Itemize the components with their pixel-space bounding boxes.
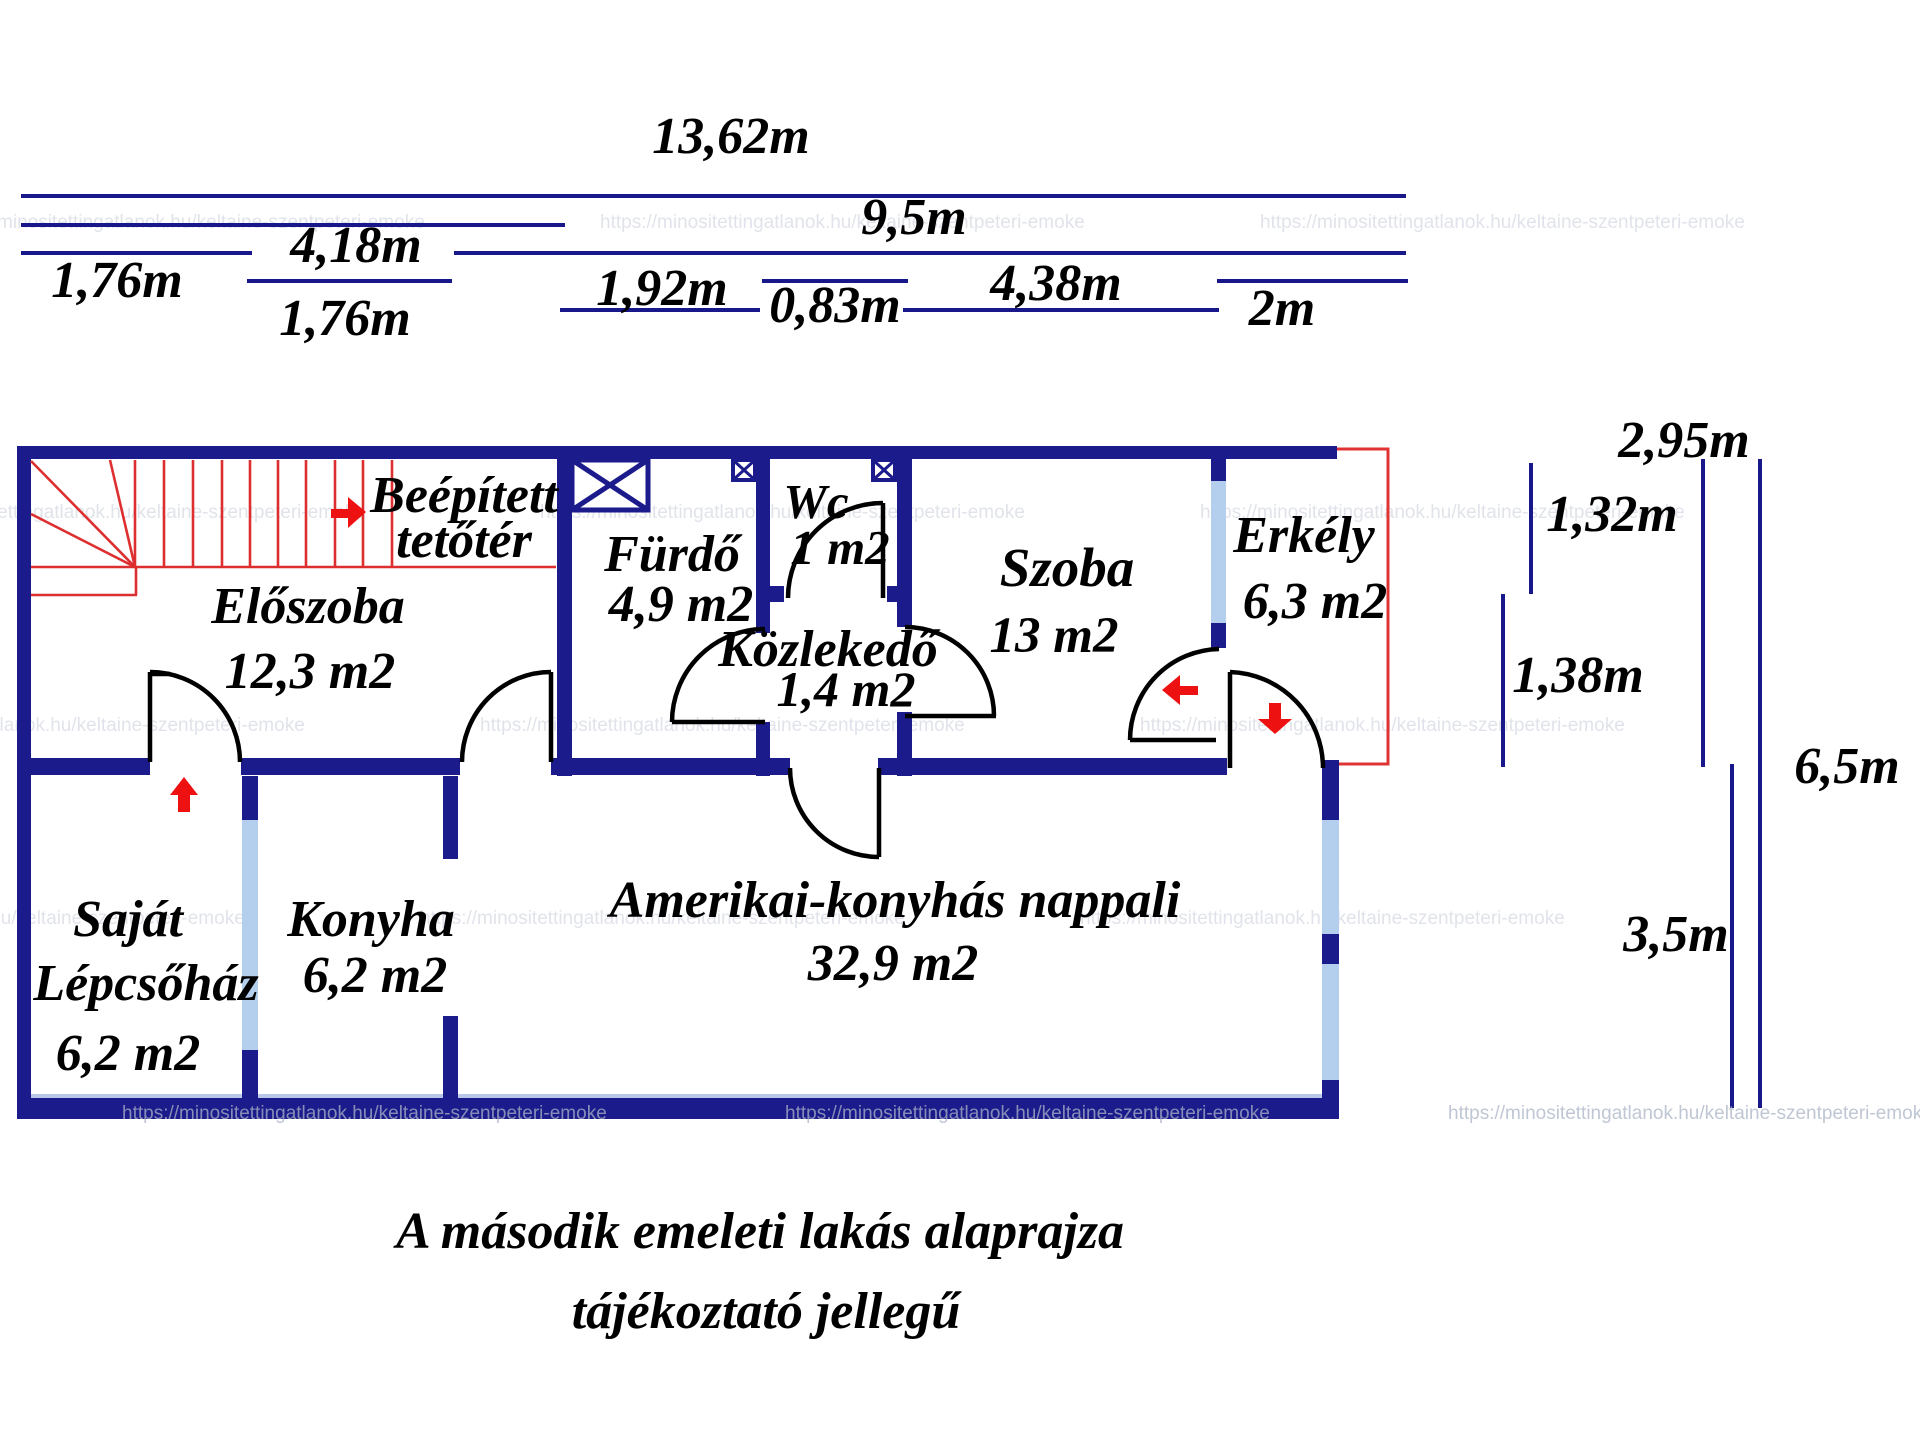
svg-text:6,2 m2: 6,2 m2 xyxy=(303,947,447,1004)
svg-text:3,5m: 3,5m xyxy=(1622,906,1728,963)
svg-text:13 m2: 13 m2 xyxy=(990,608,1119,664)
svg-text:https://minositettingatlanok.h: https://minositettingatlanok.hu/keltaine… xyxy=(1260,212,1745,233)
svg-text:Előszoba: Előszoba xyxy=(210,578,405,635)
svg-text:9,5m: 9,5m xyxy=(861,189,966,246)
svg-text:https://minositettingatlanok.h: https://minositettingatlanok.hu/keltaine… xyxy=(122,1103,607,1124)
svg-text:https://minositettingatlanok.h: https://minositettingatlanok.hu/keltaine… xyxy=(0,715,305,736)
svg-text:https://minositettingatlanok.h: https://minositettingatlanok.hu/keltaine… xyxy=(0,908,245,929)
svg-text:4,38m: 4,38m xyxy=(989,255,1121,312)
svg-text:tetőtér: tetőtér xyxy=(396,512,533,569)
svg-text:6,5m: 6,5m xyxy=(1794,738,1899,795)
svg-text:Lépcsőház: Lépcsőház xyxy=(32,955,259,1012)
svg-text:Wc: Wc xyxy=(783,474,849,529)
svg-text:Saját: Saját xyxy=(73,891,184,948)
svg-text:Erkély: Erkély xyxy=(1232,507,1375,564)
svg-text:Konyha: Konyha xyxy=(286,891,455,948)
svg-text:1,92m: 1,92m xyxy=(596,260,727,317)
svg-text:0,83m: 0,83m xyxy=(769,277,900,334)
svg-text:Szoba: Szoba xyxy=(1000,537,1135,598)
svg-text:4,18m: 4,18m xyxy=(289,217,421,274)
svg-text:https://minositettingatlanok.h: https://minositettingatlanok.hu/keltaine… xyxy=(0,502,365,523)
svg-text:1,32m: 1,32m xyxy=(1546,486,1677,543)
svg-text:https://minositettingatlanok.h: https://minositettingatlanok.hu/keltaine… xyxy=(480,715,965,736)
svg-text:12,3 m2: 12,3 m2 xyxy=(225,643,395,700)
svg-text:https://minositettingatlanok.h: https://minositettingatlanok.hu/keltaine… xyxy=(0,212,425,233)
svg-text:https://minositettingatlanok.h: https://minositettingatlanok.hu/keltaine… xyxy=(1140,715,1625,736)
svg-text:https://minositettingatlanok.h: https://minositettingatlanok.hu/keltaine… xyxy=(1448,1103,1920,1124)
svg-text:https://minositettingatlanok.h: https://minositettingatlanok.hu/keltaine… xyxy=(785,1103,1270,1124)
svg-text:1,4 m2: 1,4 m2 xyxy=(777,661,916,717)
svg-text:2m: 2m xyxy=(1248,280,1315,337)
svg-text:Közlekedő: Közlekedő xyxy=(717,621,941,678)
svg-text:6,3 m2: 6,3 m2 xyxy=(1243,573,1387,630)
svg-text:https://minositettingatlanok.h: https://minositettingatlanok.hu/keltaine… xyxy=(420,908,905,929)
svg-text:32,9 m2: 32,9 m2 xyxy=(807,935,978,992)
svg-text:https://minositettingatlanok.h: https://minositettingatlanok.hu/keltaine… xyxy=(1200,502,1685,523)
svg-text:1,38m: 1,38m xyxy=(1512,647,1643,704)
svg-text:Fürdő: Fürdő xyxy=(603,526,743,583)
svg-text:4,9 m2: 4,9 m2 xyxy=(608,576,753,633)
svg-text:1 m2: 1 m2 xyxy=(790,520,889,575)
svg-text:Amerikai-konyhás nappali: Amerikai-konyhás nappali xyxy=(607,872,1181,929)
svg-text:13,62m: 13,62m xyxy=(652,108,809,165)
svg-text:A második emeleti lakás alapra: A második emeleti lakás alaprajza xyxy=(393,1203,1124,1260)
svg-text:1,76m: 1,76m xyxy=(279,290,410,347)
svg-text:6,2 m2: 6,2 m2 xyxy=(56,1025,200,1082)
svg-text:2,95m: 2,95m xyxy=(1617,412,1749,469)
svg-text:https://minositettingatlanok.h: https://minositettingatlanok.hu/keltaine… xyxy=(600,212,1085,233)
svg-text:Beépített: Beépített xyxy=(369,467,559,524)
svg-text:tájékoztató jellegű: tájékoztató jellegű xyxy=(572,1283,963,1340)
svg-text:1,76m: 1,76m xyxy=(51,252,182,309)
